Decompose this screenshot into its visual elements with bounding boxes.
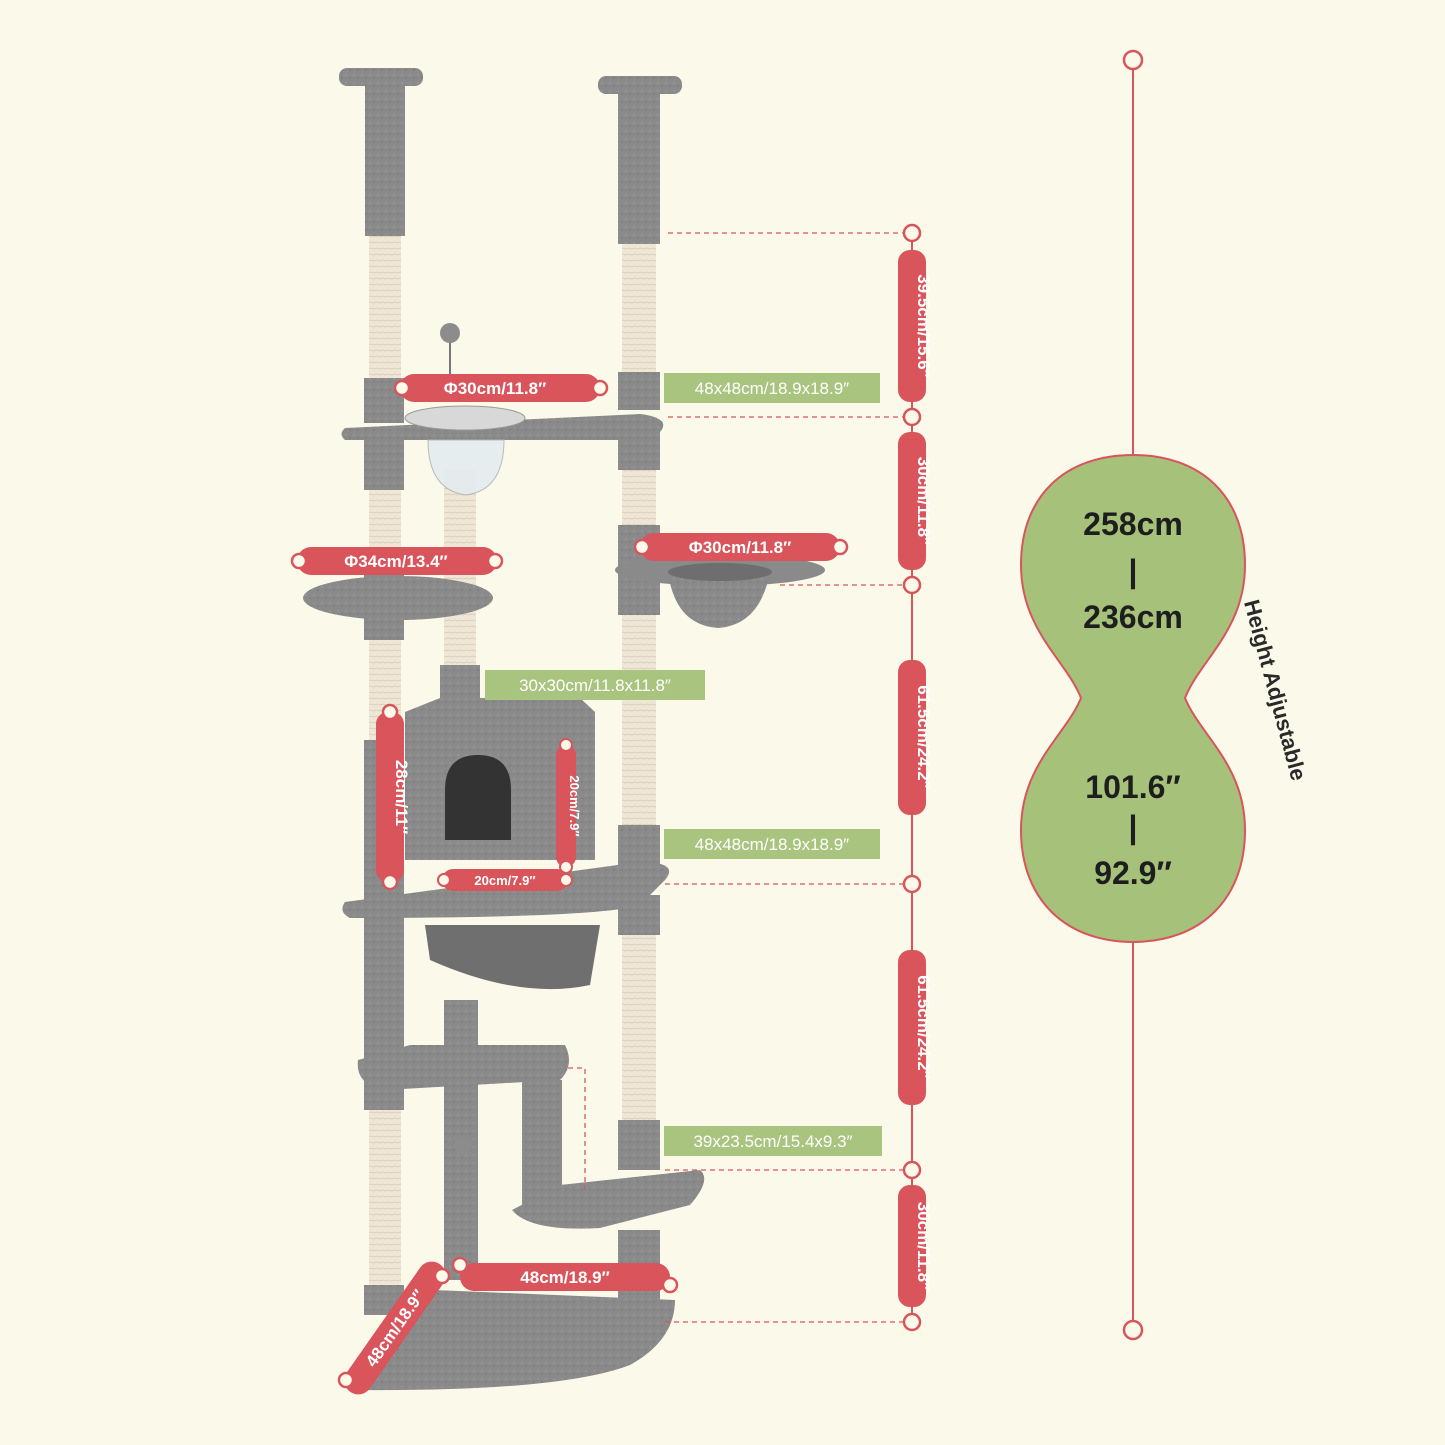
hammock [425,925,600,990]
door-height-label: 20cm/7.9″ [567,775,582,836]
height-badge: 258cm | 236cm 101.6″ | 92.9″ [1019,453,1247,944]
segment-label-3: 61.5cm/24.2″ [914,685,933,789]
condo-height-label: 28cm/11″ [392,760,411,834]
cat-tree [303,68,825,1391]
height-metric-sep: | [1129,553,1138,589]
dim-base-width: 48cm/18.9″ [451,1256,679,1294]
green-mid-platform: 48x48cm/18.9x18.9″ [664,829,880,859]
dim-door-height: 20cm/7.9″ [556,738,582,874]
top-platform [341,323,664,496]
lower-step [512,1170,705,1229]
mid-platform-size-label: 48x48cm/18.9x18.9″ [695,835,849,854]
condo [405,698,595,860]
condo-top-size-label: 30x30cm/11.8x11.8″ [519,676,671,695]
segment-axis: 39.5cm/15.6″ 30cm/11.8″ 61.5cm/24.2″ 61.… [898,223,933,1332]
green-step: 39x23.5cm/15.4x9.3″ [664,1126,882,1156]
height-imperial-sep: | [1129,809,1138,845]
guide-lines [568,232,912,1323]
height-metric-max: 258cm [1083,506,1183,542]
dim-bowl-top: Φ30cm/11.8″ [393,374,609,402]
height-imperial-max: 101.6″ [1085,769,1180,805]
height-imperial-min: 92.9″ [1094,855,1172,891]
height-adjustable-caption: Height Adjustable [1239,597,1311,783]
base [350,1290,675,1391]
height-metric-min: 236cm [1083,599,1183,635]
segment-label-4: 61.5cm/24.2″ [914,975,933,1079]
left-round-platform [303,576,493,620]
middle-step [357,1045,569,1090]
dim-condo-height: 28cm/11″ [376,703,411,891]
segment-dots [902,223,922,1332]
bowl-diameter-label: Φ30cm/11.8″ [444,379,546,398]
dim-door-width: 20cm/7.9″ [437,869,573,891]
dim-left-platform: Φ34cm/13.4″ [290,547,504,575]
green-condo-top: 30x30cm/11.8x11.8″ [485,670,705,700]
segment-label-2: 30cm/11.8″ [914,457,933,546]
door-width-label: 20cm/7.9″ [474,873,535,888]
left-platform-diameter-label: Φ34cm/13.4″ [344,552,447,571]
segment-label-5: 30cm/11.8″ [914,1202,933,1291]
left-post [339,68,423,1315]
basket [615,554,825,628]
green-top-platform: 48x48cm/18.9x18.9″ [664,373,880,403]
right-post [598,76,682,1320]
base-width-label: 48cm/18.9″ [520,1268,609,1287]
basket-diameter-label: Φ30cm/11.8″ [689,538,791,557]
top-platform-size-label: 48x48cm/18.9x18.9″ [695,379,849,398]
segment-label-1: 39.5cm/15.6″ [914,274,933,378]
step-size-label: 39x23.5cm/15.4x9.3″ [693,1132,852,1151]
dim-basket: Φ30cm/11.8″ [633,533,849,561]
